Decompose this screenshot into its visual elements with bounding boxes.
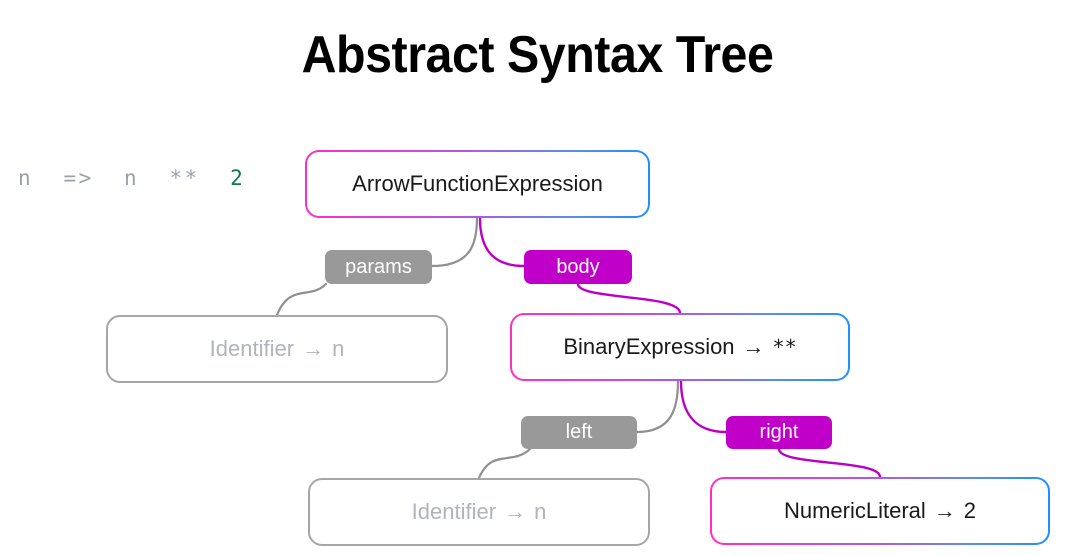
node-value-numeric-literal: 2 [963, 498, 977, 523]
edge-binary-right [679, 379, 728, 434]
node-label-identifier-param: Identifier [209, 336, 295, 361]
node-label-arrow-function-expression: ArrowFunctionExpression [352, 171, 603, 196]
node-label-binary-expression: BinaryExpression [563, 334, 735, 359]
edge-afe-body [478, 216, 526, 268]
code-token-operator: ** [169, 166, 200, 190]
page-title: Abstract Syntax Tree [301, 26, 774, 84]
edge-label-right[interactable]: right [726, 416, 832, 449]
edge-left-identifier [477, 447, 532, 480]
node-numeric-literal[interactable]: NumericLiteral → 2 [710, 477, 1050, 545]
edge-label-text-left: left [565, 421, 593, 443]
edge-label-body[interactable]: body [524, 250, 632, 284]
node-identifier-left[interactable]: Identifier → n [308, 478, 650, 546]
edge-binary-left [635, 379, 680, 434]
node-arrow-function-expression[interactable]: ArrowFunctionExpression [305, 150, 650, 218]
edge-label-left[interactable]: left [521, 416, 637, 449]
code-space-3 [139, 166, 169, 190]
edge-label-params[interactable]: params [325, 250, 432, 284]
edge-label-text-body: body [556, 255, 600, 278]
code-space-2 [94, 166, 124, 190]
edge-label-text-params: params [345, 255, 412, 278]
node-arrow-glyph-identifier-param: → [302, 336, 325, 361]
code-token-number: 2 [230, 166, 246, 190]
node-value-identifier-left: n [534, 499, 547, 524]
node-label-identifier-left: Identifier [411, 499, 497, 524]
node-arrow-glyph-binary-expression: → [742, 334, 765, 359]
code-space-4 [200, 166, 230, 190]
node-binary-expression[interactable]: BinaryExpression → ** [510, 313, 850, 381]
node-arrow-glyph-identifier-left: → [504, 499, 527, 524]
edge-afe-params [430, 216, 479, 268]
code-space-1 [33, 166, 63, 190]
code-token-identifier-n2: n [124, 166, 140, 190]
edge-label-text-right: right [759, 421, 799, 443]
source-code-snippet: n => n ** 2 [18, 166, 245, 190]
edge-params-identifier [275, 282, 328, 317]
node-value-identifier-param: n [332, 336, 345, 361]
code-token-identifier-n1: n [18, 166, 34, 190]
node-label-numeric-literal: NumericLiteral [783, 498, 926, 523]
code-token-arrow: => [63, 166, 94, 190]
edge-right-numeric-literal [777, 447, 882, 479]
node-arrow-glyph-numeric-literal: → [933, 498, 956, 523]
node-value-binary-expression: ** [772, 335, 797, 359]
edge-body-binary-expression [576, 282, 682, 315]
node-identifier-param[interactable]: Identifier → n [106, 315, 448, 383]
